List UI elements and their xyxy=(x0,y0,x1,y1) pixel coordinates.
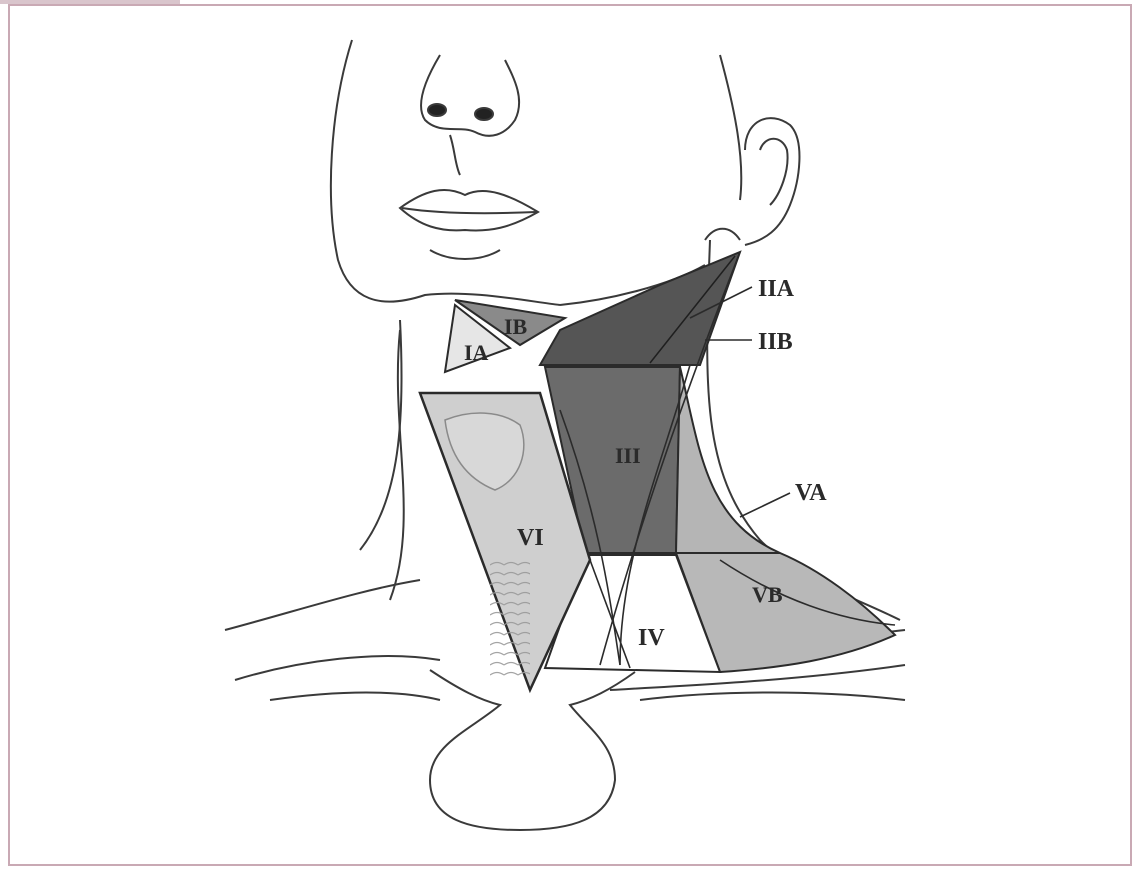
label-IV: IV xyxy=(638,625,665,651)
label-IA: IA xyxy=(464,340,489,365)
label-VI: VI xyxy=(517,525,544,551)
trachea xyxy=(490,560,530,680)
level-V xyxy=(676,367,895,672)
label-IB: IB xyxy=(504,314,528,339)
level-VA-region xyxy=(676,367,780,553)
label-VA: VA xyxy=(795,480,827,506)
label-III: III xyxy=(615,443,641,468)
label-IIB: IIB xyxy=(758,329,793,355)
label-IIA: IIA xyxy=(758,276,795,302)
label-VB: VB xyxy=(752,582,783,607)
